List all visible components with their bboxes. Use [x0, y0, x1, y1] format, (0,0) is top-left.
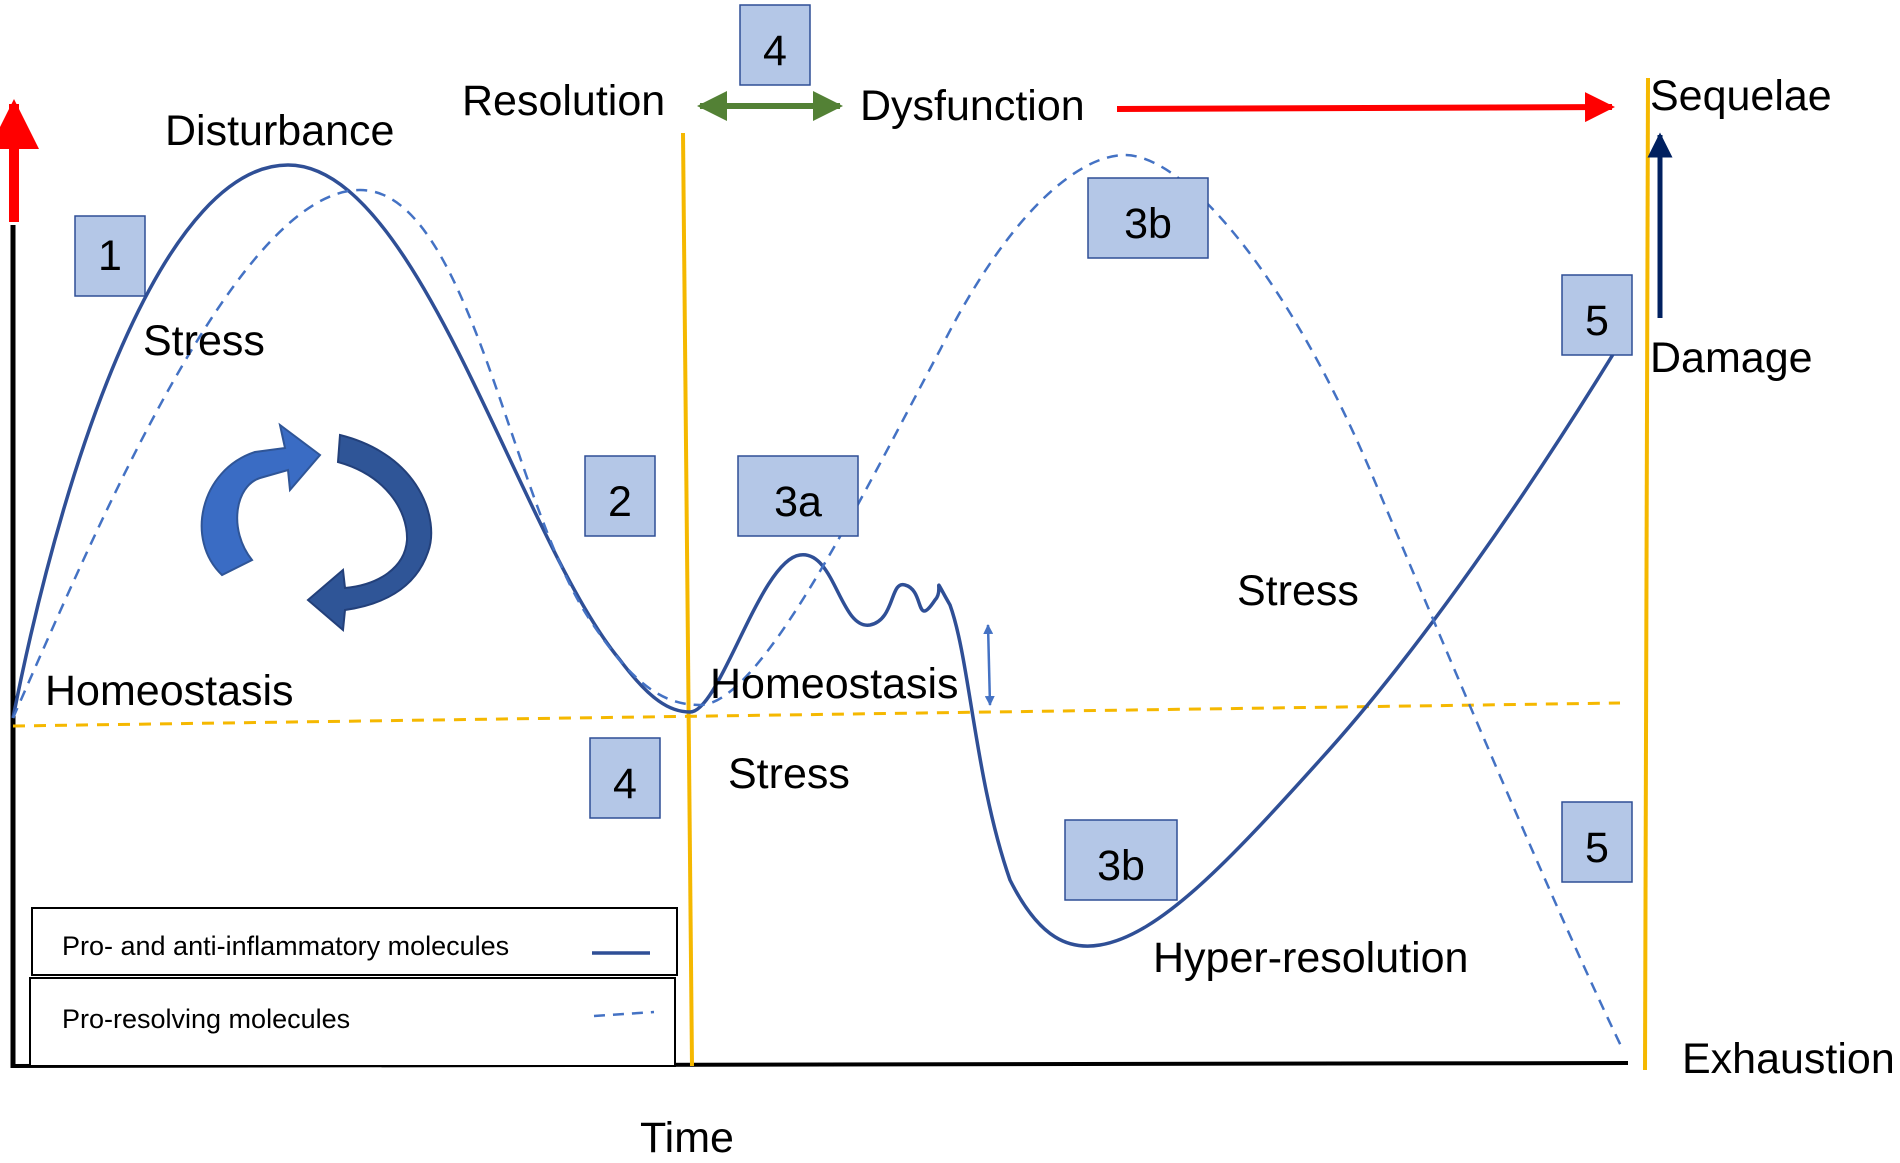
box-3b-top: 3b — [1087, 177, 1209, 259]
phase-divider-resolution — [681, 132, 694, 1067]
legend: Pro- and anti-inflammatory molecules Pro… — [29, 907, 678, 1067]
label-dysfunction: Dysfunction — [860, 82, 1085, 130]
dysfunction-arrow — [1116, 92, 1615, 123]
box-3b-bottom-label: 3b — [1097, 842, 1145, 890]
inflammatory-curve — [11, 163, 1622, 948]
label-homeostasis-1: Homeostasis — [45, 667, 294, 715]
label-homeostasis-2: Homeostasis — [710, 660, 959, 708]
box-5-bottom-label: 5 — [1585, 824, 1609, 872]
box-1: 1 — [74, 215, 146, 297]
label-disturbance: Disturbance — [165, 107, 394, 155]
homeostasis-variation-arrow — [983, 624, 995, 706]
homeostasis-baseline — [12, 701, 1621, 728]
box-2: 2 — [584, 455, 656, 537]
box-1-label: 1 — [98, 232, 122, 280]
box-3a-label: 3a — [774, 478, 822, 526]
legend-solid-label: Pro- and anti-inflammatory molecules — [62, 931, 509, 961]
box-3b-bottom: 3b — [1064, 819, 1178, 901]
box-4-bottom-label: 4 — [613, 760, 637, 808]
label-stress-2: Stress — [728, 750, 850, 798]
cycle-arrows-icon — [200, 422, 433, 633]
label-stress-3: Stress — [1237, 567, 1359, 615]
phase-divider-sequelae — [1643, 77, 1650, 1071]
label-hyper-resolution: Hyper-resolution — [1153, 934, 1468, 982]
box-5-bottom: 5 — [1561, 801, 1633, 883]
label-sequelae: Sequelae — [1650, 72, 1832, 120]
box-5-top-label: 5 — [1585, 297, 1609, 345]
box-3b-top-label: 3b — [1124, 200, 1172, 248]
legend-dashed-label: Pro-resolving molecules — [62, 1004, 350, 1034]
label-damage: Damage — [1650, 334, 1813, 382]
label-resolution: Resolution — [462, 77, 665, 125]
box-3a: 3a — [737, 455, 859, 537]
box-4-top: 4 — [739, 4, 811, 86]
label-exhaustion: Exhaustion — [1682, 1035, 1895, 1083]
legend-dashed-swatch — [593, 1010, 655, 1018]
box-2-label: 2 — [608, 478, 632, 526]
label-time: Time — [640, 1114, 734, 1158]
box-5-top: 5 — [1561, 274, 1633, 356]
box-4-bottom: 4 — [589, 737, 661, 819]
box-4-top-label: 4 — [763, 27, 787, 75]
label-stress-1: Stress — [143, 317, 265, 365]
